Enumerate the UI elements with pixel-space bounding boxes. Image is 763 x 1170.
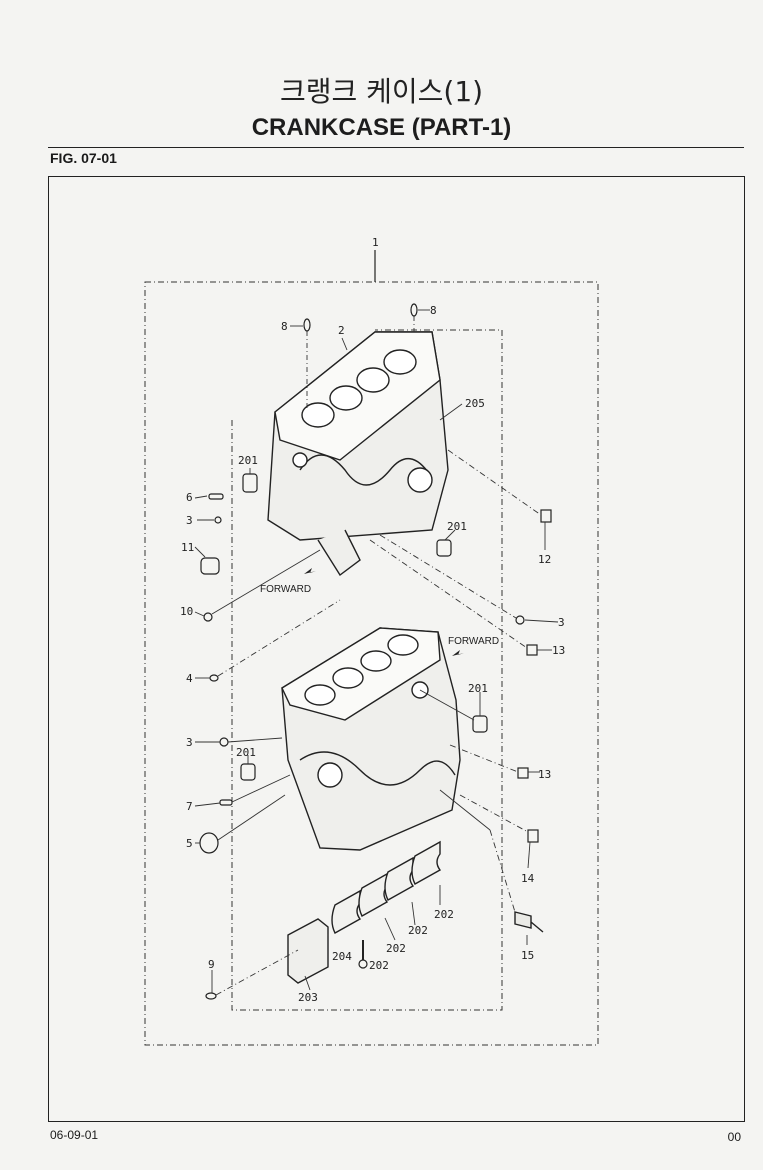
- crankcase-upper: [267, 331, 449, 577]
- callout-2: 2: [338, 324, 345, 337]
- footer-date: 06-09-01: [50, 1128, 99, 1142]
- callout-202-d: 202: [369, 959, 389, 972]
- callout-201-a: 201: [238, 454, 258, 467]
- callout-11: 11: [181, 541, 194, 554]
- header-rule: [48, 147, 744, 148]
- small-parts: [199, 303, 552, 1000]
- callout-1: 1: [372, 236, 379, 249]
- callout-13-b: 13: [538, 768, 551, 781]
- callout-15: 15: [521, 949, 534, 962]
- forward-label-upper: FORWARD: [260, 584, 311, 595]
- forward-arrow-icon-upper: [304, 568, 316, 574]
- footer-page-number: 00: [727, 1130, 741, 1144]
- callout-5: 5: [186, 837, 193, 850]
- forward-arrow-icon-lower: [452, 650, 464, 656]
- callout-3-b: 3: [558, 616, 565, 629]
- callout-203: 203: [298, 991, 318, 1004]
- bearing-cap-203: [287, 918, 329, 984]
- diagram-frame: [48, 176, 745, 1122]
- callout-204: 204: [332, 950, 352, 963]
- callout-205: 205: [465, 397, 485, 410]
- callout-8-right: 8: [430, 304, 437, 317]
- bearing-caps: [331, 840, 442, 934]
- figure-number: FIG. 07-01: [50, 150, 117, 166]
- callout-202-a: 202: [434, 908, 454, 921]
- title-english: CRANKCASE (PART-1): [251, 114, 512, 141]
- callout-9: 9: [208, 958, 215, 971]
- forward-label-lower: FORWARD: [448, 636, 499, 647]
- callout-201-b: 201: [447, 520, 467, 533]
- callout-201-d: 201: [236, 746, 256, 759]
- callout-3-c: 3: [186, 736, 193, 749]
- callout-202-c: 202: [386, 942, 406, 955]
- callout-8-left: 8: [281, 320, 288, 333]
- callout-202-b: 202: [408, 924, 428, 937]
- assembly-boundary-outer: [144, 281, 599, 1046]
- title-korean: 크랭크 케이스(1): [279, 75, 484, 108]
- callout-3-a: 3: [186, 514, 193, 527]
- sensor-15: [514, 911, 544, 933]
- callout-labels: 1 2 8 8 205 201 6 3 11 201 12 10 3 13 4 …: [180, 236, 565, 1004]
- callout-10: 10: [180, 605, 193, 618]
- callout-201-c: 201: [468, 682, 488, 695]
- callout-7: 7: [186, 800, 193, 813]
- callout-12: 12: [538, 553, 551, 566]
- crankcase-lower: [281, 627, 461, 851]
- callout-6: 6: [186, 491, 193, 504]
- leader-lines: [194, 309, 559, 996]
- callout-14: 14: [521, 872, 535, 885]
- assembly-boundary-inner: [231, 329, 503, 1011]
- callout-4: 4: [186, 672, 193, 685]
- callout-13-a: 13: [552, 644, 565, 657]
